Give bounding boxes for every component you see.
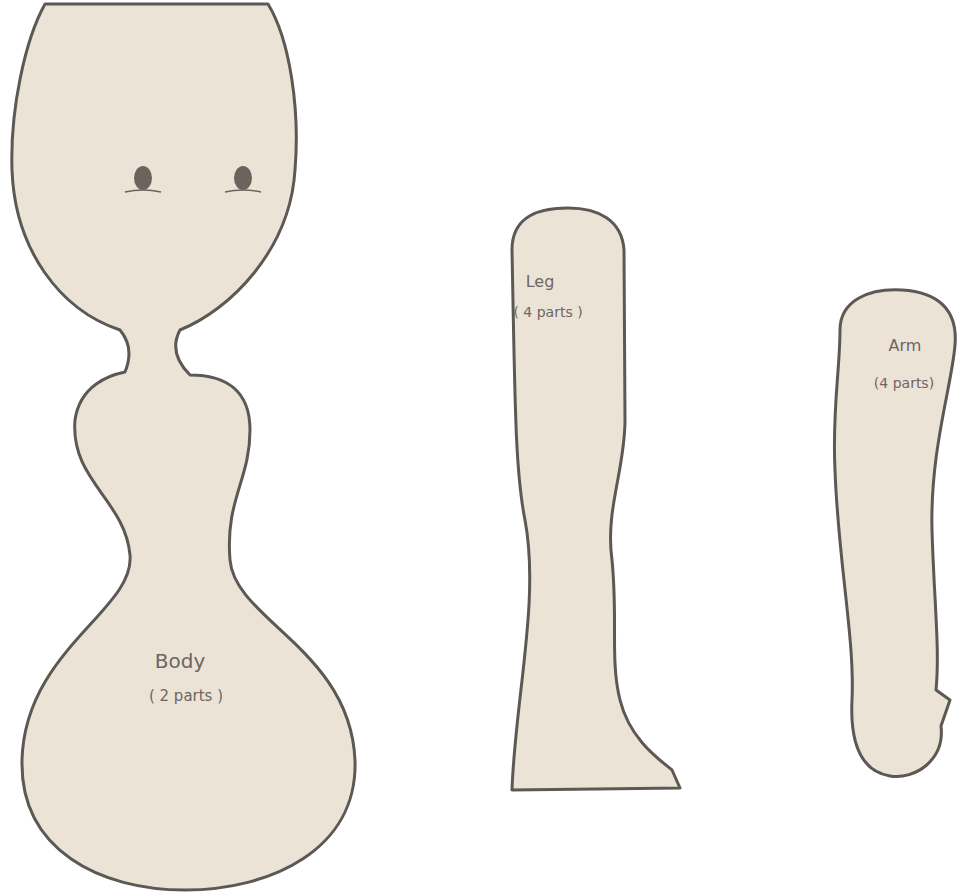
outline-path — [512, 208, 680, 790]
outline-path — [12, 4, 355, 890]
part-count: ( 4 parts ) — [513, 304, 582, 321]
part-count: ( 2 parts ) — [149, 687, 223, 705]
pattern-outline — [830, 282, 958, 784]
body-pattern-piece: Body ( 2 parts ) — [5, 0, 365, 893]
part-count: (4 parts) — [874, 375, 934, 392]
pattern-outline — [5, 0, 365, 893]
arm-pattern-piece: Arm (4 parts) — [830, 282, 958, 784]
part-name: Arm — [889, 336, 922, 355]
doll-eye — [225, 166, 261, 192]
leg-pattern-piece: Leg ( 4 parts ) — [500, 200, 690, 800]
part-name: Body — [155, 649, 206, 673]
outline-path — [834, 290, 955, 777]
part-name: Leg — [526, 272, 555, 291]
doll-eye — [125, 166, 161, 192]
